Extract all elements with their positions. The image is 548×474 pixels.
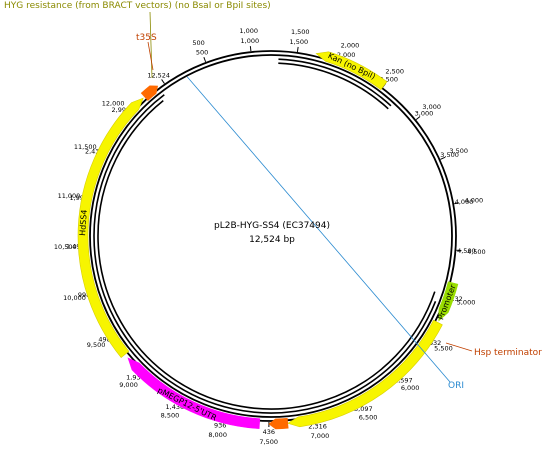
tick-label-outer: 11,000	[58, 192, 81, 200]
tick-label-inner: 2,597	[394, 377, 413, 385]
tick-mark	[415, 116, 421, 121]
tick-label-outer: 7,500	[259, 438, 278, 446]
tick-label-inner: 632	[429, 339, 441, 347]
tick-label-inner: 2,500	[379, 75, 398, 83]
tick-label-inner: 3,000	[415, 109, 434, 117]
tick-label-outer: 500	[192, 39, 204, 47]
feature-hyg	[287, 319, 443, 428]
tick-mark	[203, 57, 207, 63]
plasmid-name: pL2B-HYG-SS4 (EC37494)	[214, 221, 330, 231]
tick-label-inner: 500	[196, 49, 208, 57]
backbone-inner-ring	[89, 54, 453, 418]
ori-label: ORI	[448, 381, 464, 391]
tick-mark	[440, 156, 446, 160]
tick-mark	[454, 202, 460, 205]
tick-label-outer: 3,000	[422, 103, 441, 111]
feature-promoter	[438, 281, 459, 322]
tick-label-outer: 2,000	[341, 42, 360, 50]
tick-label-inner: 12,524	[147, 71, 170, 79]
tick-mark	[249, 46, 252, 52]
tick-label-outer: 8,000	[208, 431, 227, 439]
tick-label-inner: 1,500	[290, 38, 309, 46]
feature-hdss4	[77, 97, 144, 359]
strand-arc-0	[93, 94, 437, 414]
tick-label-inner: 498	[98, 336, 110, 344]
feature-t35s	[268, 417, 289, 430]
tick-label-inner: 2,998	[112, 106, 131, 114]
backbone	[85, 50, 457, 422]
tick-label-inner: 3,097	[354, 405, 373, 413]
tick-label-outer: 5,500	[434, 345, 453, 353]
tick-label-outer: 11,500	[74, 143, 97, 151]
tick-label-outer: 4,500	[467, 248, 486, 256]
tick-label-outer: 10,500	[54, 243, 77, 251]
tick-label-inner: 936	[214, 421, 226, 429]
tick-label-outer: 6,000	[401, 384, 420, 392]
tick-label-inner: 436	[263, 428, 275, 436]
tick-label-inner: 2,316	[308, 422, 327, 430]
tick-label-outer: 2,500	[385, 67, 404, 75]
plasmid-size: 12,524 bp	[249, 235, 295, 245]
hyg-label: HYG resistance (from BRACT vectors) (no …	[4, 1, 271, 11]
feature-layer	[77, 51, 459, 430]
tick-label-outer: 6,500	[359, 414, 378, 422]
hsp-label: Hsp terminator	[474, 348, 542, 358]
tick-label-outer: 12,000	[102, 100, 125, 108]
tick-label-inner: 1,936	[126, 374, 145, 382]
tick-label-inner: 1,498	[66, 243, 85, 251]
tick-label-outer: 3,500	[449, 147, 468, 155]
feature-kan	[315, 51, 388, 91]
tick-label-inner: 1,000	[241, 37, 260, 45]
tick-label-outer: 10,000	[63, 294, 86, 302]
tick-label-outer: 9,500	[87, 341, 106, 349]
tick-mark	[161, 79, 165, 84]
t35s-leader-line	[147, 41, 154, 71]
feature-label-hdss4: HdSS4	[78, 209, 89, 236]
feature-hsp	[140, 85, 159, 101]
tick-layer: 12,524 500 500 1,000 1,000 1,500 1,500 2,0002,0…	[54, 27, 486, 446]
ori-leader-line	[186, 76, 451, 383]
tick-label-inner: 132	[450, 295, 462, 303]
tick-label-outer: 7,000	[311, 432, 330, 440]
tick-label-outer: 4,000	[465, 196, 484, 204]
hsp-leader-line	[445, 342, 473, 352]
feature-pmegp12	[127, 357, 261, 429]
t35s-label: t35S	[136, 33, 157, 43]
tick-label-inner: 4,500	[457, 247, 476, 255]
strand-arc-2	[278, 58, 392, 107]
hyg-leader-line	[149, 11, 153, 79]
tick-mark	[296, 46, 299, 52]
tick-label-inner: 4,000	[455, 198, 474, 206]
tick-label-outer: 1,000	[239, 27, 258, 35]
strand-arc-1	[97, 100, 436, 410]
tick-label-outer: 1,500	[291, 28, 310, 36]
tick-label-inner: 3,500	[440, 151, 459, 159]
tick-label-outer: 5,000	[457, 298, 476, 306]
tick-label-inner: 2,000	[337, 51, 356, 59]
tick-label-outer: 9,000	[119, 381, 138, 389]
tick-label-inner: 2,438	[85, 147, 104, 155]
tick-label-inner: 1,436	[166, 403, 185, 411]
tick-label-inner: 1,998	[69, 194, 88, 202]
strand-arc-3	[278, 62, 389, 110]
tick-label-inner: 998	[78, 291, 90, 299]
tick-label-outer: 8,500	[161, 412, 180, 420]
